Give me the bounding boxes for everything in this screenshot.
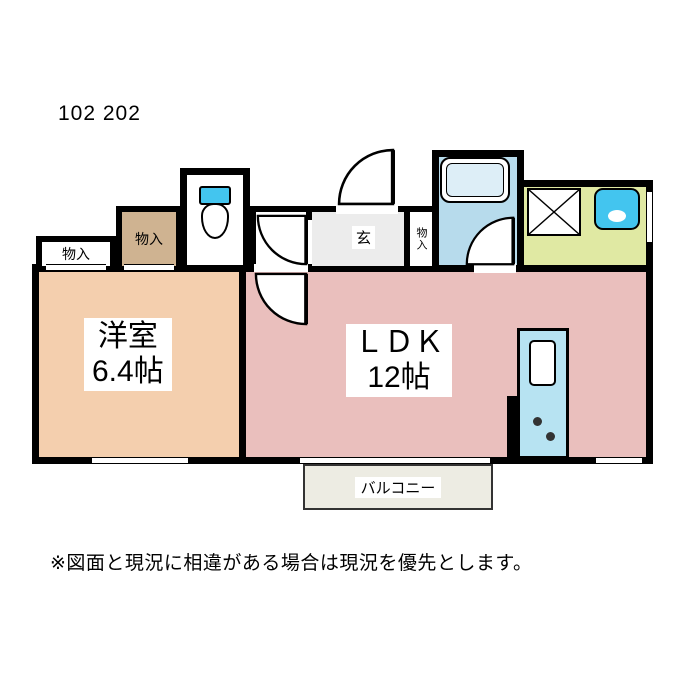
- ldk-door-opening: [254, 264, 308, 272]
- unit-number-label: 102 202: [58, 102, 141, 125]
- window-western-room: [92, 457, 188, 464]
- ldk-size: 12帖: [367, 360, 431, 394]
- bathtub-inner-icon: [446, 163, 504, 197]
- vestibule-opening: [306, 220, 312, 264]
- closet-left-opening: [46, 264, 106, 271]
- kitchen-counter: [517, 328, 569, 459]
- western-room-size: 6.4帖: [92, 354, 164, 388]
- ldk-label: ＬＤＫ 12帖: [346, 324, 452, 397]
- front-door-arc-icon: [337, 148, 395, 206]
- closet-mid-opening: [124, 264, 174, 271]
- bath-door-opening: [474, 263, 516, 273]
- counter-wall-stub: [507, 396, 518, 464]
- western-room-name: 洋室: [97, 320, 158, 353]
- window-ldk-right: [596, 457, 642, 464]
- washer-space-icon: [527, 188, 581, 236]
- ldk-door-arc-icon: [254, 272, 308, 326]
- closet-entry: 物入: [404, 206, 438, 272]
- bathroom-door-arc-icon: [465, 216, 515, 266]
- closet-entry-label: 物入: [415, 227, 427, 251]
- entrance-label: 玄: [352, 226, 376, 249]
- stove-burner-icon: [533, 417, 542, 426]
- closet-left-label: 物入: [62, 246, 90, 262]
- closet-mid-label: 物入: [135, 231, 163, 247]
- kitchen-sink-icon: [529, 340, 556, 386]
- disclaimer-text: ※図面と現況に相違がある場合は現況を優先とします。: [50, 553, 533, 574]
- basin-icon: [594, 188, 640, 230]
- ldk-name: ＬＤＫ: [354, 326, 444, 359]
- balcony: バルコニー: [303, 464, 493, 510]
- toilet-bowl-icon: [201, 203, 229, 239]
- western-room-label: 洋室 6.4帖: [84, 318, 172, 391]
- closet-mid: 物入: [116, 206, 182, 272]
- balcony-sliding-door: [300, 457, 490, 464]
- front-door-opening: [336, 203, 398, 214]
- balcony-label: バルコニー: [354, 476, 442, 498]
- window-washroom: [646, 192, 653, 242]
- toilet-icon: [197, 186, 233, 239]
- toilet-hall-door-arc-icon: [256, 214, 308, 266]
- bathtub-icon: [440, 157, 510, 203]
- stove-burner-icon: [546, 432, 555, 441]
